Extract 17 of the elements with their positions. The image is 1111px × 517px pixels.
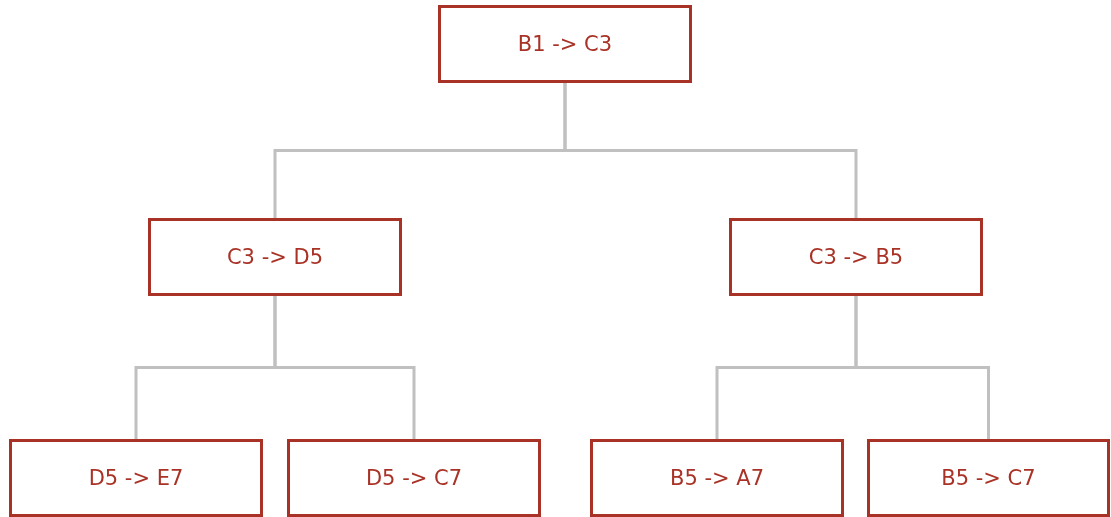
- step-label: B5 -> A7: [670, 466, 764, 490]
- connector-line: [273, 296, 416, 439]
- step-label: D5 -> C7: [365, 466, 463, 490]
- step-box: [9, 439, 263, 517]
- step-label: B5 -> C7: [941, 466, 1036, 490]
- step-label: C3 -> B5: [808, 245, 904, 269]
- step-label: C3 -> D5: [226, 245, 324, 269]
- step-box: [867, 439, 1110, 517]
- step-box: [148, 218, 402, 296]
- step-box: [729, 218, 983, 296]
- step-box: [438, 5, 692, 83]
- connector-line: [563, 83, 858, 218]
- step-box: [287, 439, 541, 517]
- step-box: [590, 439, 844, 517]
- connector-line: [854, 296, 990, 439]
- step-label: D5 -> E7: [88, 466, 184, 490]
- step-label: B1 -> C3: [517, 32, 613, 56]
